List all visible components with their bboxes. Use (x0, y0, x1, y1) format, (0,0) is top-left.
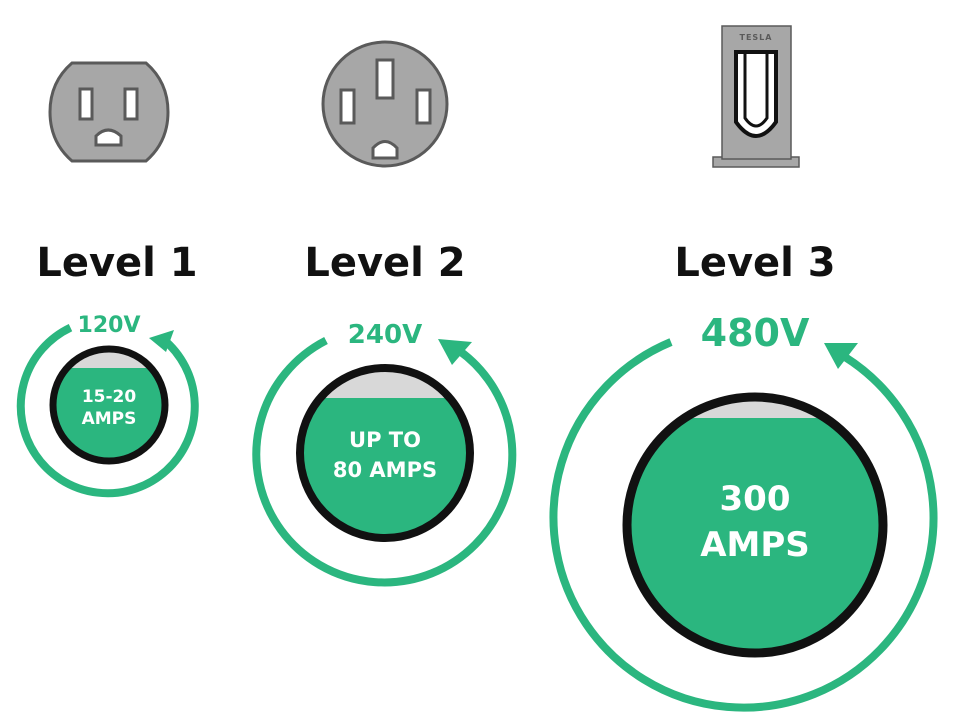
nema-5-15-outlet-icon (48, 61, 170, 163)
voltage-label: 480V (701, 311, 810, 355)
level-title: Level 3 (674, 240, 835, 286)
voltage-arc (549, 338, 938, 712)
amperage-line-2: AMPS (700, 525, 810, 565)
amperage-line-2: 80 AMPS (333, 458, 437, 482)
voltage-arc (16, 323, 199, 498)
amperage-line-1: UP TO (349, 428, 421, 452)
level-title: Level 2 (304, 240, 465, 286)
voltage-label: 240V (348, 320, 422, 350)
voltage-arc (252, 336, 517, 587)
amperage-line-2: AMPS (82, 409, 137, 429)
tesla-supercharger-icon: TESLA (712, 25, 800, 168)
voltage-gauge: 120V 15-20 AMPS (16, 313, 199, 498)
voltage-gauge: 240V UP TO 80 AMPS (252, 320, 517, 587)
nema-14-50-outlet-icon (321, 40, 449, 168)
amperage-line-1: 15-20 (82, 387, 137, 407)
arrow-head-icon (149, 330, 174, 352)
level-2-column: Level 2 240V UP TO 80 AMPS (252, 40, 517, 587)
level-1-column: Level 1 120V 15-20 AMPS (16, 61, 199, 498)
amperage-fill (627, 397, 883, 653)
arrow-head-icon (824, 343, 858, 369)
level-title: Level 1 (36, 240, 197, 286)
amperage-ring (296, 364, 474, 542)
amperage-ring (49, 345, 169, 465)
voltage-label: 120V (78, 313, 141, 338)
amperage-ring (622, 392, 888, 658)
amperage-line-1: 300 (720, 479, 791, 519)
level-3-column: TESLA Level 3 480V 300 AMPS (549, 25, 938, 712)
charger-brand-label: TESLA (740, 33, 773, 42)
arrow-head-icon (438, 339, 472, 365)
voltage-gauge: 480V 300 AMPS (549, 311, 938, 712)
